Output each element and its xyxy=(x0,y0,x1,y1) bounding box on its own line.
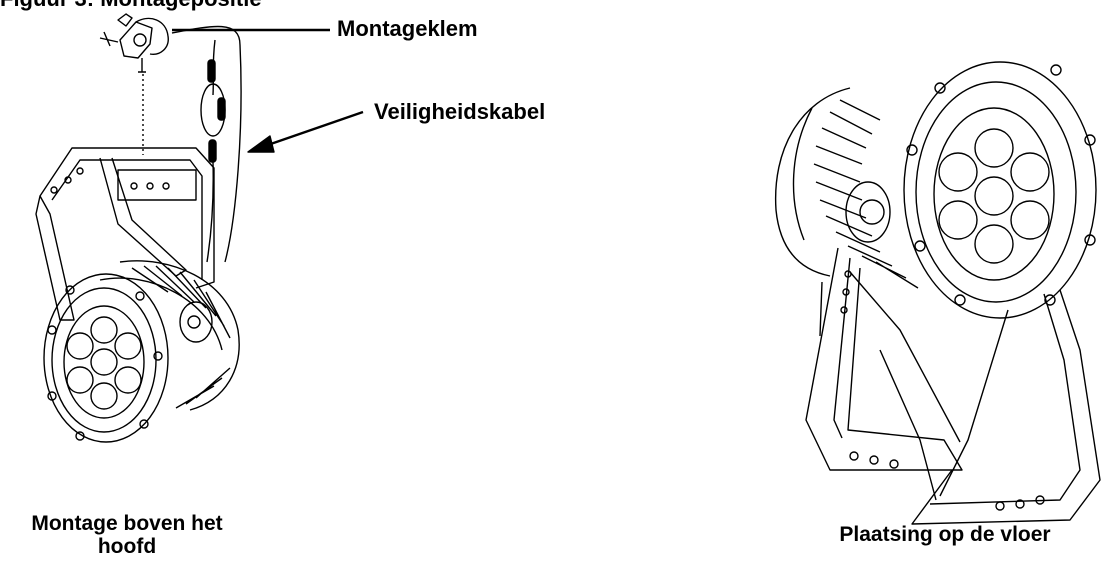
figure-title: Figuur 3: Montagepositie xyxy=(0,0,262,10)
floor-mount-caption: Plaatsing op de vloer xyxy=(839,523,1051,546)
safety-cable-callout-label: Veiligheidskabel xyxy=(374,99,546,124)
mounting-clamp xyxy=(99,13,169,73)
overhead-mount-caption: Montage boven het hoofd xyxy=(31,512,223,558)
safety-cable xyxy=(171,25,242,263)
floor-fixture xyxy=(774,61,1101,525)
clamp-callout-label: Montageklem xyxy=(337,16,478,41)
overhead-fixture xyxy=(35,147,240,443)
